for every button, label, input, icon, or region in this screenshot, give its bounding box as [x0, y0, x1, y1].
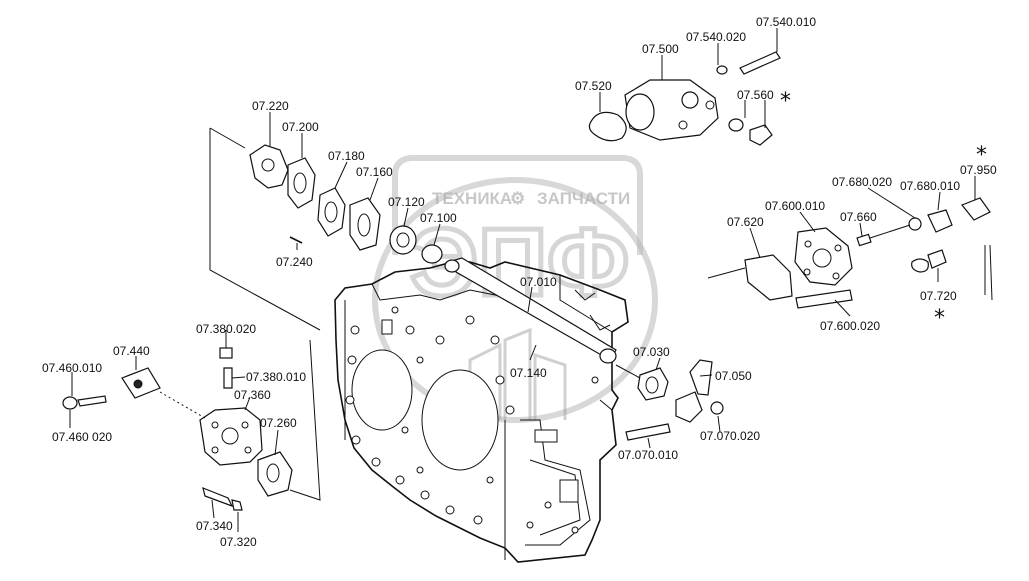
- label-07-100: 07.100: [420, 211, 457, 225]
- nut-07-380-020: [219, 347, 233, 359]
- connector-07-950: [961, 197, 991, 221]
- label-07-520: 07.520: [575, 79, 612, 93]
- lever-group: [615, 359, 724, 441]
- washer-07-680-020: [908, 217, 922, 231]
- label-07-680-020: 07.680.020: [832, 175, 892, 189]
- label-07-200: 07.200: [282, 120, 319, 134]
- label-07-950: 07.950: [960, 163, 997, 177]
- label-07-560: 07.560: [737, 88, 774, 102]
- label-07-010: 07.010: [520, 275, 557, 289]
- bolt-07-540-010: [739, 51, 781, 75]
- label-07-180: 07.180: [328, 149, 365, 163]
- watermark-left-text: ТЕХНИКА: [432, 189, 512, 208]
- bearing-assembly-left: [62, 339, 321, 511]
- label-07-660: 07.660: [840, 210, 877, 224]
- label-07-540-020: 07.540.020: [686, 30, 746, 44]
- oring-07-520: [588, 111, 627, 142]
- gasket-07-620: [744, 254, 793, 301]
- label-07-070-020: 07.070.020: [700, 429, 760, 443]
- housing-bore-left: [351, 349, 413, 431]
- part-07-720: [927, 249, 947, 269]
- shaft-07-010: [444, 257, 617, 364]
- label-07-380-010: 07.380.010: [246, 370, 306, 384]
- label-07-140: 07.140: [510, 366, 547, 380]
- gear-icon: ⚙: [510, 189, 525, 208]
- part-07-680-010: [927, 209, 953, 233]
- label-07-720: 07.720: [920, 289, 957, 303]
- label-07-600-020: 07.600.020: [820, 319, 880, 333]
- label-07-360: 07.360: [234, 388, 271, 402]
- label-07-240: 07.240: [276, 255, 313, 269]
- label-07-460-020: 07.460 020: [52, 430, 112, 444]
- label-07-120: 07.120: [388, 195, 425, 209]
- stud-07-380-010: [223, 367, 233, 389]
- pump-07-500: [588, 51, 781, 146]
- label-07-340: 07.340: [196, 519, 233, 533]
- nut-07-460-020: [62, 396, 78, 410]
- washer-07-070-020: [710, 401, 724, 415]
- label-07-160: 07.160: [356, 165, 393, 179]
- label-07-460-010: 07.460.010: [42, 361, 102, 375]
- pin-07-240: [289, 236, 303, 244]
- plug-07-320: [231, 499, 243, 511]
- bolt-07-070-010: [625, 423, 671, 441]
- label-07-320: 07.320: [220, 535, 257, 549]
- bolt-07-460-010: [77, 395, 107, 407]
- label-07-070-010: 07.070.010: [618, 448, 678, 462]
- label-07-620: 07.620: [727, 215, 764, 229]
- label-07-680-010: 07.680.010: [900, 179, 960, 193]
- asterisk-07-950: *: [976, 143, 987, 168]
- washer-07-540-020: [716, 65, 728, 75]
- asterisk-07-560: *: [780, 89, 791, 114]
- lever-07-050: [675, 391, 703, 423]
- part-labels: 07.540.010 07.540.020 07.500 07.520 07.5…: [42, 15, 997, 549]
- label-07-220: 07.220: [252, 99, 289, 113]
- cover-stack: [209, 127, 443, 331]
- asterisk-07-720: *: [934, 306, 945, 331]
- label-07-380-020: 07.380.020: [196, 322, 256, 336]
- cover-07-600: [707, 197, 993, 309]
- watermark-right-text: ЗАПЧАСТИ: [537, 189, 630, 208]
- label-07-050: 07.050: [715, 369, 752, 383]
- label-07-440: 07.440: [113, 344, 150, 358]
- part-07-660: [856, 233, 872, 247]
- label-07-500: 07.500: [642, 42, 679, 56]
- part-07-100: [421, 244, 443, 264]
- housing-bore-right: [421, 369, 499, 471]
- label-07-030: 07.030: [633, 345, 670, 359]
- label-07-600-010: 07.600.010: [765, 199, 825, 213]
- label-07-540-010: 07.540.010: [756, 15, 816, 29]
- spring-07-340: [202, 487, 234, 508]
- label-07-260: 07.260: [260, 416, 297, 430]
- leader-lines: [69, 28, 976, 532]
